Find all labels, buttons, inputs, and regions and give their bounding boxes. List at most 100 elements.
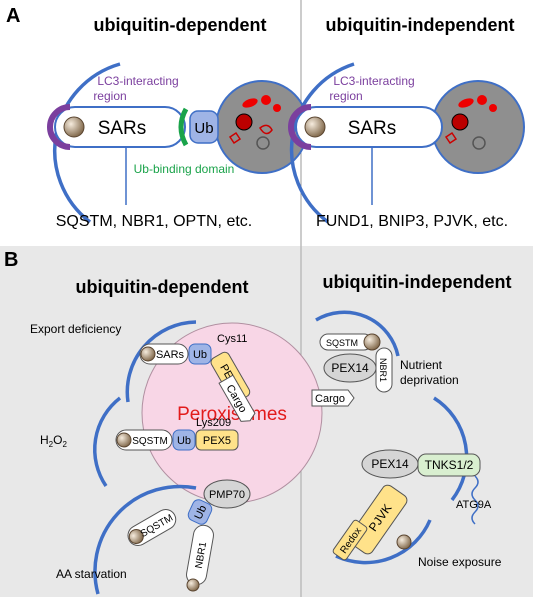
ub-label: Ub — [193, 349, 207, 361]
ub-box — [189, 110, 219, 144]
h2o2-unit: H2O2 SQSTM Ub PEX5 Lys209 — [40, 396, 239, 487]
lc3-knob — [116, 432, 132, 448]
sqstm-tilted: SQSTM — [127, 509, 177, 546]
lys209-label: Lys209 — [196, 417, 231, 429]
lir-label-line1: LC3-interacting — [333, 74, 414, 88]
cargo-mark — [228, 131, 242, 145]
tnks-label: TNKS1/2 — [425, 458, 474, 472]
lc3-knob — [363, 333, 381, 351]
redox-box — [332, 519, 368, 561]
lc3-knob — [140, 346, 156, 362]
cargo-mark — [242, 98, 258, 108]
pex14-label: PEX14 — [331, 361, 369, 375]
lir-label-line2: region — [329, 89, 362, 103]
sqstm-receptor — [115, 429, 173, 451]
phagophore-membrane — [335, 519, 432, 565]
nbr1-tilted: NBR1 — [375, 347, 393, 393]
ub-label: Ub — [192, 504, 209, 522]
lc3-interacting-region — [47, 104, 71, 150]
cargo-mark — [235, 113, 253, 131]
cargo-mark — [256, 136, 270, 150]
sars-receptor — [54, 106, 186, 148]
panel-b-label: B — [4, 249, 18, 271]
cargo-box — [218, 374, 256, 422]
cys11-label: Cys11 — [217, 333, 247, 345]
cargo-mark — [261, 95, 271, 105]
pex14-label: PEX14 — [371, 457, 409, 471]
cargo-mark — [477, 95, 487, 105]
cargo-box — [311, 389, 355, 407]
noise-exposure-label: Noise exposure — [418, 555, 502, 569]
ub-box — [187, 499, 213, 525]
lir-label-line2: region — [93, 89, 126, 103]
tnks-unit: PEX14 TNKS1/2 ATG9A — [361, 396, 492, 525]
atg9a-label: ATG9A — [456, 499, 492, 511]
left-examples: SQSTM, NBR1, OPTN, etc. — [56, 213, 252, 230]
cargo-organelle — [431, 80, 525, 174]
panel-a-left-schematic: SARs Ub LC3-interacting region Ub-bindin… — [47, 62, 309, 230]
noise-exposure-unit: PJVK Redox Noise exposure — [332, 484, 502, 569]
cargo-mark — [444, 131, 458, 145]
nbr1-label: NBR1 — [378, 358, 388, 382]
nutrient-label-line1: Nutrient — [400, 358, 443, 372]
lc3-knob — [128, 529, 144, 544]
sars-label: SARs — [348, 118, 397, 139]
pmp70-label: PMP70 — [209, 489, 245, 501]
sars-label: SARs — [98, 118, 147, 139]
phagophore-membrane — [433, 396, 469, 502]
sars-label: SARs — [156, 349, 185, 361]
panel-a-right-title: ubiquitin-independent — [326, 15, 515, 35]
export-deficiency-label: Export deficiency — [30, 322, 121, 336]
lc3-knob — [304, 116, 326, 138]
nbr1-label: NBR1 — [194, 541, 210, 570]
lc3-interacting-region — [288, 104, 312, 150]
ub-binding-domain — [178, 107, 189, 147]
cargo-mark — [458, 98, 474, 108]
right-examples: FUND1, BNIP3, PJVK, etc. — [316, 213, 508, 230]
cargo-mark — [472, 136, 486, 150]
pmp70-box — [203, 479, 251, 509]
nutrient-label-line2: deprivation — [400, 373, 459, 387]
sqstm-label: SQSTM — [132, 436, 168, 447]
tnks-box — [417, 453, 481, 477]
panel-b-left-title: ubiquitin-dependent — [76, 277, 249, 297]
h2o2-label: H2O2 — [40, 433, 67, 449]
aa-starvation-label: AA starvation — [56, 567, 127, 581]
phagophore-membrane — [93, 484, 197, 595]
pex5-box — [195, 429, 239, 451]
panel-a-right-schematic: SARs LC3-interacting region FUND1, BNIP3… — [288, 62, 525, 230]
sars-receptor — [295, 106, 443, 148]
ubd-label: Ub-binding domain — [134, 162, 235, 176]
export-deficiency-unit: Export deficiency SARs Ub Cys11 PEX5 Car… — [30, 320, 256, 422]
cargo-mark — [259, 124, 273, 135]
cargo-mark — [451, 113, 469, 131]
panel-a-label: A — [6, 5, 20, 27]
pjvk-box — [348, 484, 408, 555]
lc3-knob — [186, 578, 200, 592]
ub-tilted: Ub — [187, 499, 213, 525]
lc3-knob — [396, 534, 412, 550]
ub-box — [172, 429, 196, 451]
cargo-label: Cargo — [315, 393, 345, 405]
phagophore-membrane — [92, 396, 122, 487]
cargo-mark — [489, 104, 497, 112]
panel-a: A ubiquitin-dependent ubiquitin-independ… — [6, 0, 525, 246]
lir-label-line1: LC3-interacting — [97, 74, 178, 88]
pex5-label: PEX5 — [203, 435, 231, 447]
sqstm-label: SQSTM — [326, 338, 358, 348]
ub-box — [188, 343, 212, 365]
nbr1-receptor — [375, 347, 393, 393]
panel-b: B ubiquitin-dependent ubiquitin-independ… — [0, 246, 533, 597]
panel-a-left-title: ubiquitin-dependent — [94, 15, 267, 35]
nutrient-deprivation-unit: SQSTM PEX14 NBR1 Cargo Nutrient deprivat… — [311, 310, 459, 407]
aa-starvation-unit: PMP70 SQSTM Ub NBR1 AA starvation — [56, 479, 251, 595]
cargo-mark — [273, 104, 281, 112]
atg9a-coil — [471, 475, 479, 525]
ub-label: Ub — [194, 120, 213, 137]
ub-label: Ub — [177, 435, 191, 447]
cargo-tilted: Cargo — [218, 374, 256, 422]
lc3-knob — [63, 116, 85, 138]
phagophore-membrane — [315, 310, 400, 357]
panel-b-right-title: ubiquitin-independent — [323, 272, 512, 292]
